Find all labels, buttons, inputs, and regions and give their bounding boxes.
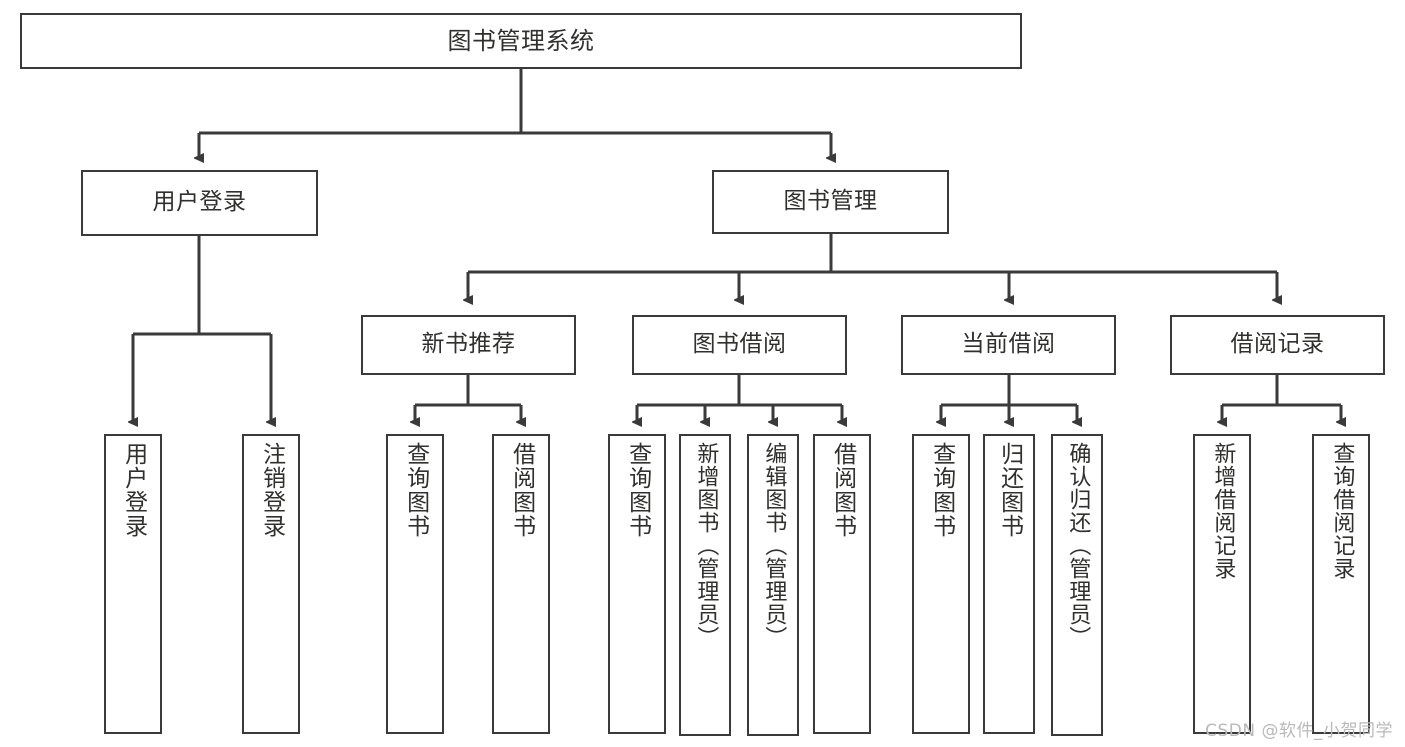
leaf-label: 注销登录 <box>258 442 285 538</box>
node-current-borrow[interactable]: 当前借阅 <box>901 315 1116 375</box>
leaf-label: 借阅图书 <box>508 442 535 538</box>
leaf-book-borrow-borrow-book[interactable]: 借阅图书 <box>813 434 871 734</box>
node-user-login[interactable]: 用户登录 <box>81 170 318 236</box>
leaf-new-book-query-book[interactable]: 查询图书 <box>386 434 444 734</box>
leaf-book-borrow-query-book[interactable]: 查询图书 <box>608 434 666 734</box>
node-borrow-record[interactable]: 借阅记录 <box>1170 315 1385 375</box>
leaf-label: 借阅图书 <box>829 442 856 538</box>
leaf-label: 查询借阅记录 <box>1329 442 1355 580</box>
leaf-user-login-login[interactable]: 用户登录 <box>104 434 162 734</box>
node-root-book-management-system[interactable]: 图书管理系统 <box>20 13 1022 69</box>
leaf-current-borrow-return-book[interactable]: 归还图书 <box>983 434 1035 734</box>
node-book-management[interactable]: 图书管理 <box>712 170 949 234</box>
leaf-label: 新增借阅记录 <box>1210 442 1236 580</box>
leaf-label: 查询图书 <box>624 442 651 538</box>
node-book-borrow[interactable]: 图书借阅 <box>632 315 847 375</box>
leaf-new-book-borrow-book[interactable]: 借阅图书 <box>492 434 550 734</box>
leaf-current-borrow-query-book[interactable]: 查询图书 <box>912 434 970 734</box>
leaf-label: 归还图书 <box>996 442 1023 538</box>
leaf-borrow-record-query-record[interactable]: 查询借阅记录 <box>1312 434 1370 734</box>
leaf-book-borrow-add-book-admin[interactable]: 新增图书（管理员） <box>679 434 731 736</box>
leaf-label: 编辑图书（管理员） <box>761 442 787 649</box>
leaf-label: 确认归还（管理员） <box>1065 442 1091 649</box>
leaf-label: 用户登录 <box>120 442 147 538</box>
leaf-book-borrow-edit-book-admin[interactable]: 编辑图书（管理员） <box>747 434 799 736</box>
leaf-borrow-record-add-record[interactable]: 新增借阅记录 <box>1193 434 1251 734</box>
leaf-current-borrow-confirm-return-admin[interactable]: 确认归还（管理员） <box>1051 434 1103 736</box>
leaf-user-login-logout[interactable]: 注销登录 <box>242 434 300 734</box>
leaf-label: 查询图书 <box>402 442 429 538</box>
csdn-watermark: CSDN @软件_小贺同学 <box>1205 721 1393 741</box>
node-new-book-recommend[interactable]: 新书推荐 <box>361 315 576 375</box>
leaf-label: 新增图书（管理员） <box>693 442 719 649</box>
leaf-label: 查询图书 <box>928 442 955 538</box>
